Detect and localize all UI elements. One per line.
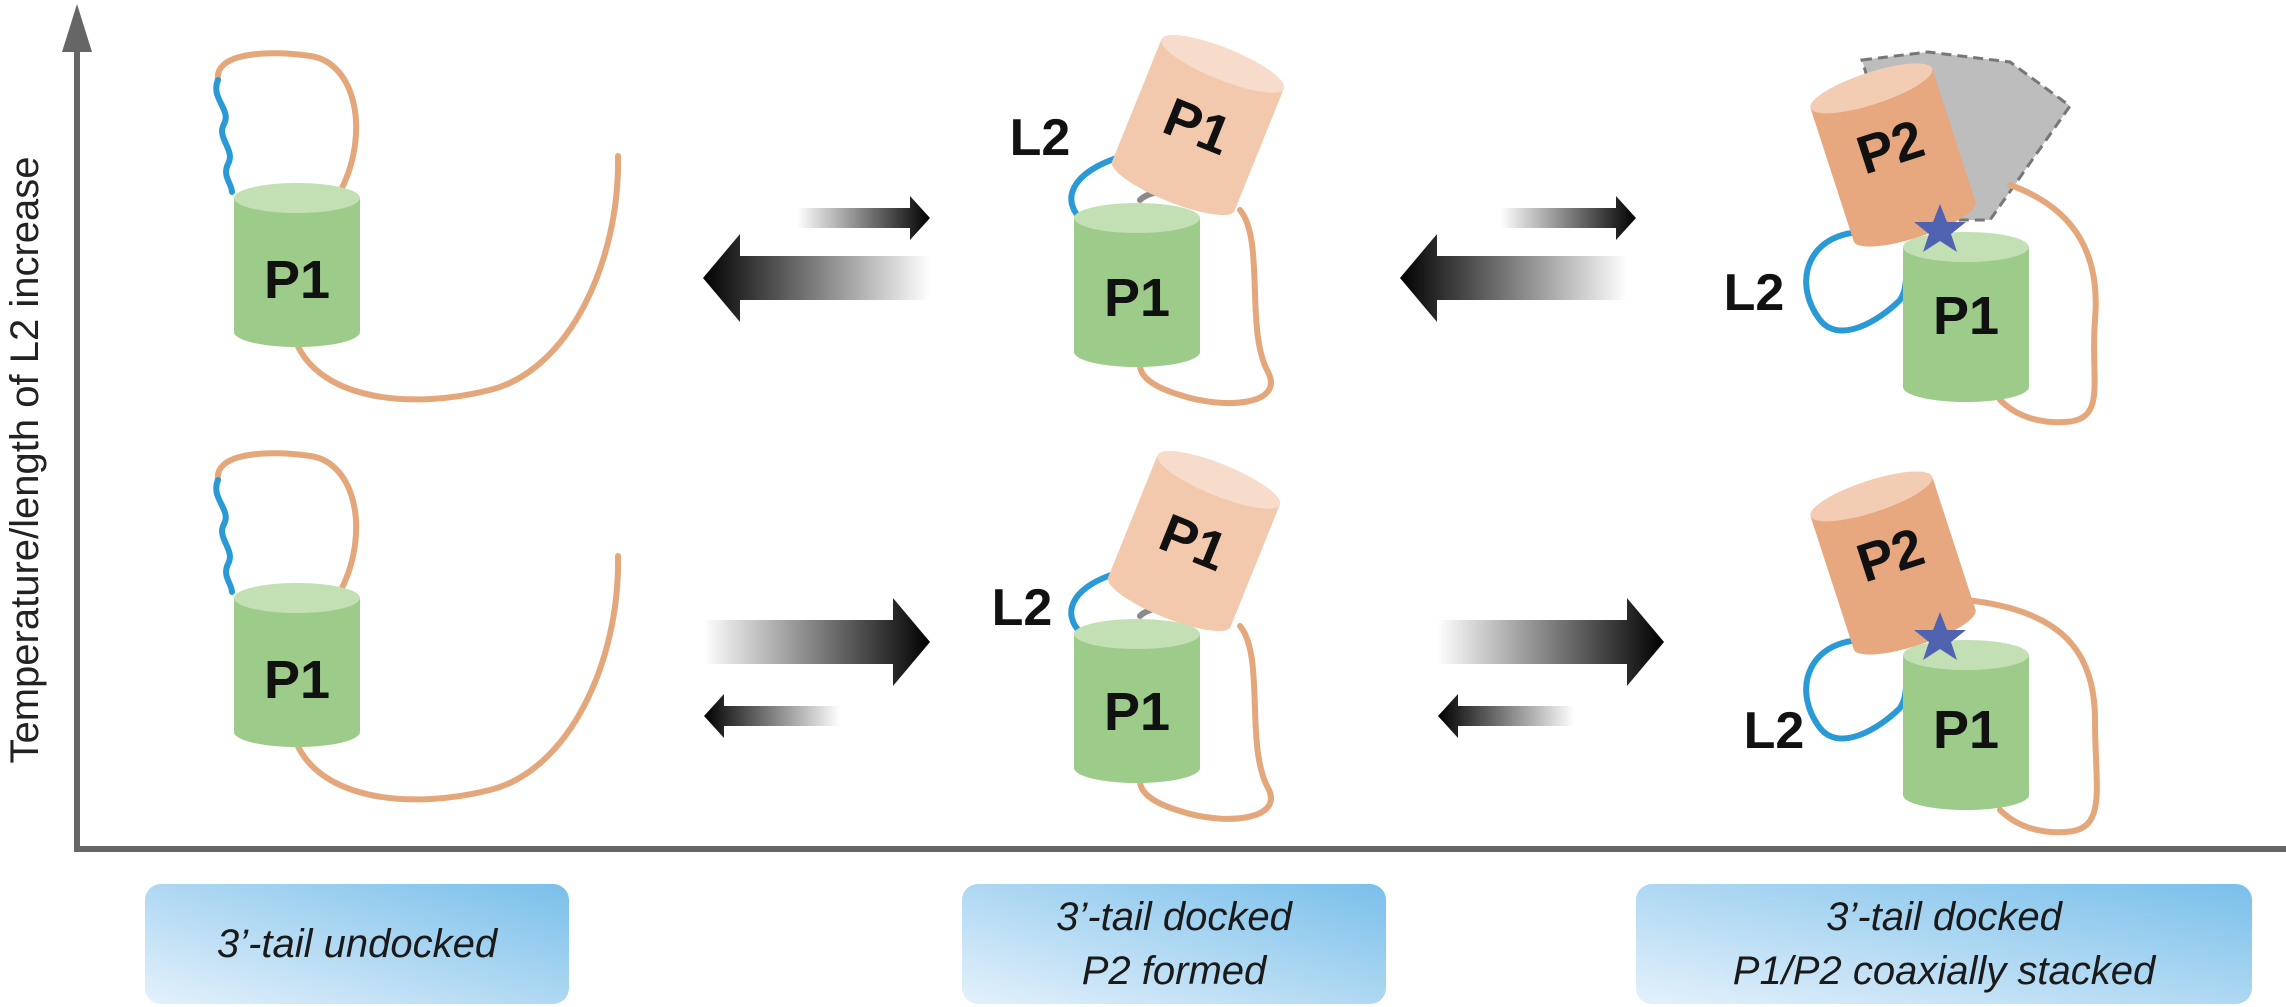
3prime-tail [1997, 182, 2099, 426]
p1-tilted-top [1157, 450, 1281, 509]
strand [214, 450, 360, 591]
3prime-tail [293, 153, 622, 403]
stacking-star-icon [1914, 204, 1966, 252]
p1-cylinder-top [234, 183, 360, 213]
p1-cylinder-body [234, 598, 360, 732]
p1-tilted-cylinder: P1 [1111, 34, 1285, 216]
p1-cylinder-bottom [1903, 780, 2029, 810]
row1-state2-p2-formed: P1 P1 L2 [1010, 34, 1285, 406]
state-box-2-bg [962, 884, 1386, 1004]
3prime-tail [293, 553, 622, 803]
state-box-1-bg [145, 884, 569, 1004]
p1-cylinder-top [1074, 203, 1200, 233]
state-box-3: 3’-tail docked P1/P2 coaxially stacked [1636, 884, 2252, 1004]
p1-tilted-bottom [1111, 157, 1235, 216]
l2-loop [1803, 228, 1909, 334]
state-box-2: 3’-tail docked P2 formed [962, 884, 1386, 1004]
row2-state3-coaxial: P2 P1 L2 [1744, 471, 2100, 836]
l2-label: L2 [1744, 702, 1805, 760]
p1-label: P1 [1933, 286, 1999, 346]
3prime-tail [1963, 597, 2100, 836]
3prime-tail [1137, 623, 1274, 822]
p2-tilted-cylinder: P2 [1810, 63, 1976, 247]
state-box-1: 3’-tail undocked [145, 884, 569, 1004]
state-box-2-line-2: P2 formed [1082, 949, 1268, 993]
state-box-3-bg [1636, 884, 2252, 1004]
l2-label: L2 [1010, 109, 1071, 167]
row2-arrows-right [1437, 598, 1664, 738]
p1-cylinder-bottom [1074, 337, 1200, 367]
p2-bottom [1853, 604, 1976, 655]
p1-cylinder-body [1903, 655, 2029, 795]
p1-cylinder-body [234, 198, 360, 332]
p1-cylinder-bottom [234, 317, 360, 347]
row2-state1-undocked: P1 [213, 450, 622, 803]
p1-label: P1 [1104, 268, 1170, 328]
l2-loop [1068, 151, 1133, 223]
forward-arrow-large [703, 598, 930, 686]
p2-tilted-cylinder: P2 [1810, 471, 1976, 655]
forward-arrow-small [1500, 196, 1636, 240]
reverse-arrow-large [1400, 234, 1627, 322]
p1-cylinder-bottom [1903, 372, 2029, 402]
forward-arrow-large [1437, 598, 1664, 686]
l2-loop [213, 477, 235, 595]
l2-label: L2 [1724, 264, 1785, 322]
p1-tilted-cylinder: P1 [1107, 450, 1281, 632]
strand [214, 50, 360, 191]
p1-label: P1 [1933, 700, 1999, 760]
state-box-3-line-2: P1/P2 coaxially stacked [1733, 949, 2157, 993]
3prime-tail [1137, 207, 1274, 406]
p1-cylinder-top [1074, 619, 1200, 649]
p1-label: P1 [1104, 682, 1170, 742]
row1-state1-undocked: P1 [213, 50, 622, 403]
y-axis-arrowhead [62, 4, 92, 52]
p1-tilted-top [1161, 34, 1285, 93]
state-box-2-line-1: 3’-tail docked [1056, 895, 1293, 939]
row1-state3-coaxial: P2 P1 L2 [1724, 50, 2099, 426]
p1-tilted-bottom [1107, 573, 1231, 632]
reverse-arrow-small [1438, 694, 1574, 738]
y-axis-label: Temperature/length of L2 increase [3, 156, 47, 763]
p1-cylinder-body [1074, 218, 1200, 352]
p2-top [1810, 63, 1933, 114]
p1-cylinder-top [234, 583, 360, 613]
forward-arrow-small [797, 196, 930, 240]
p1-cylinder-bottom [1074, 753, 1200, 783]
axes: Temperature/length of L2 increase [3, 4, 2286, 852]
l2-label: L2 [992, 579, 1053, 637]
p2-top [1810, 471, 1933, 522]
reverse-arrow-large [703, 234, 930, 322]
state-box-1-line-1: 3’-tail undocked [217, 922, 499, 966]
row1-arrows-right [1400, 196, 1636, 322]
l2-loop [213, 77, 235, 195]
p1-cylinder-bottom [234, 717, 360, 747]
p1-cylinder-top [1903, 640, 2029, 670]
p1-label: P1 [264, 250, 330, 310]
p2-bottom [1853, 196, 1976, 247]
p1-cylinder-top [1903, 232, 2029, 262]
p1-label: P1 [264, 650, 330, 710]
row2-arrows-left [703, 598, 930, 738]
row1-arrows-left [703, 196, 930, 322]
p1-cylinder-body [1903, 247, 2029, 387]
reverse-arrow-small [704, 694, 840, 738]
p2-body [1810, 68, 1976, 242]
row2-state2-p2-formed: P1 P1 L2 [992, 450, 1281, 822]
stacking-star-icon [1914, 612, 1966, 660]
state-box-3-line-1: 3’-tail docked [1826, 895, 2063, 939]
p1-cylinder-body [1074, 634, 1200, 768]
p2-body [1810, 476, 1976, 650]
l2-loop [1803, 636, 1909, 742]
